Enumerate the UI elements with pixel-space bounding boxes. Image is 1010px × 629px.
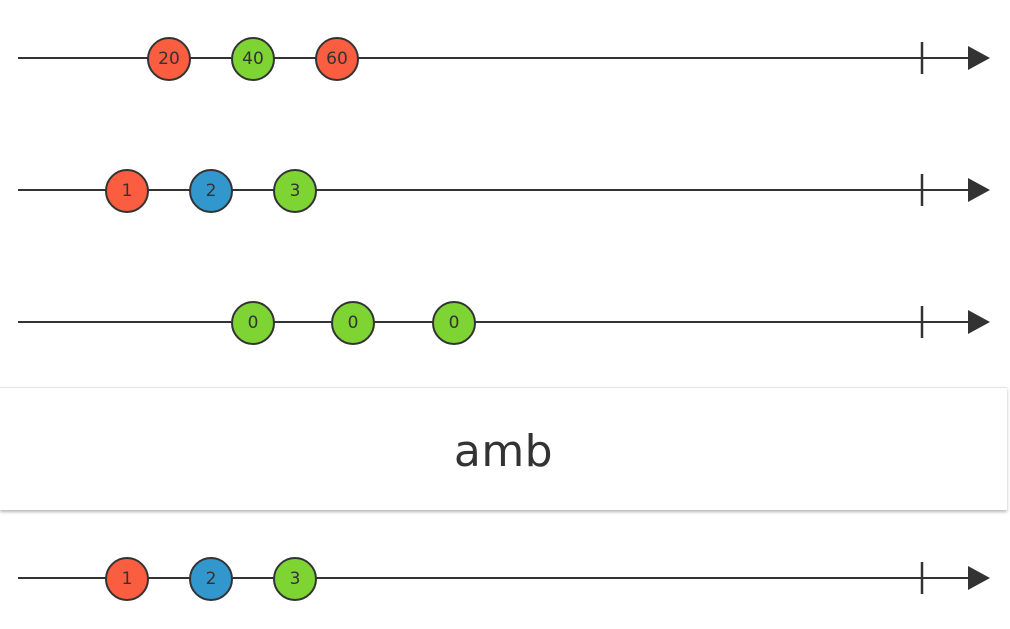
marble: 2 [189, 557, 233, 601]
arrow-head-icon [968, 566, 990, 590]
marble: 1 [105, 169, 149, 213]
marble: 0 [231, 301, 275, 345]
marble: 60 [315, 37, 359, 81]
arrow-head-icon [968, 310, 990, 334]
marble: 20 [147, 37, 191, 81]
arrow-head-icon [968, 46, 990, 70]
operator-box: amb [0, 387, 1007, 510]
output-stream: 1 2 3 [0, 538, 1010, 618]
marble: 2 [189, 169, 233, 213]
marble: 0 [331, 301, 375, 345]
marble: 1 [105, 557, 149, 601]
input-stream-1: 20 40 60 [0, 18, 1010, 98]
timeline-line [18, 562, 990, 594]
arrow-head-icon [968, 178, 990, 202]
marble: 0 [432, 301, 476, 345]
input-stream-3: 0 0 0 [0, 282, 1010, 362]
input-stream-2: 1 2 3 [0, 150, 1010, 230]
marble: 40 [231, 37, 275, 81]
marble: 3 [273, 557, 317, 601]
operator-label: amb [453, 425, 554, 477]
timeline-line [18, 174, 990, 206]
marble: 3 [273, 169, 317, 213]
timeline-line [18, 306, 990, 338]
